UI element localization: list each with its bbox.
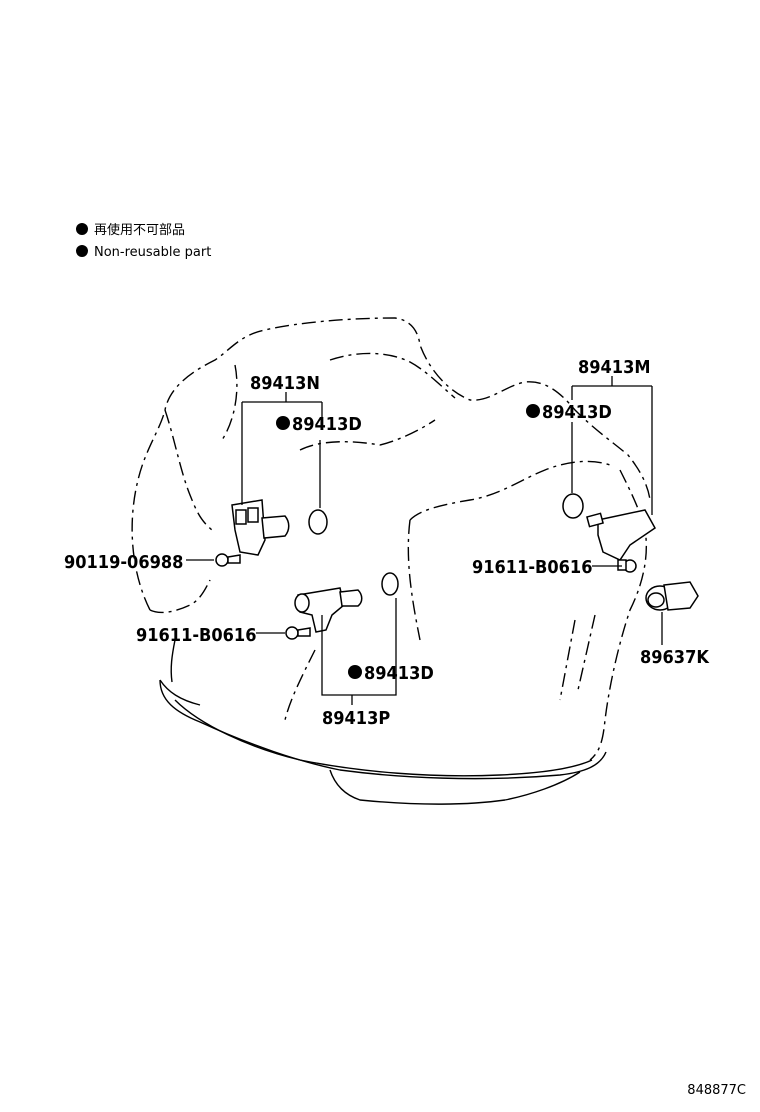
label-89413M: 89413M bbox=[578, 357, 650, 378]
o-ring-left-illustration bbox=[308, 509, 328, 535]
legend-label-jp: 再使用不可部品 bbox=[94, 223, 186, 238]
legend-label-en: Non-reusable part bbox=[94, 245, 212, 260]
bolt-91611-right-illustration bbox=[617, 559, 637, 573]
leader-lines bbox=[186, 376, 663, 705]
label-89637K: 89637K bbox=[640, 647, 710, 668]
illustration-code: 848877C bbox=[687, 1083, 746, 1098]
sensor-89413P-illustration bbox=[294, 587, 363, 633]
o-ring-mid-illustration bbox=[381, 572, 399, 596]
non-reusable-dot-icon bbox=[276, 416, 290, 430]
non-reusable-dot-icon bbox=[348, 665, 362, 679]
legend-item-en: Non-reusable part bbox=[76, 244, 211, 262]
label-91611-B0616-right: 91611-B0616 bbox=[472, 557, 592, 578]
label-90119-06988: 90119-06988 bbox=[64, 552, 183, 573]
label-89413D-right: 89413D bbox=[542, 402, 612, 423]
oil-pan bbox=[159, 639, 607, 805]
transmission-housing-outline bbox=[131, 317, 651, 761]
sensor-89637K-illustration bbox=[645, 581, 699, 611]
sensor-89413N-illustration bbox=[231, 499, 290, 556]
label-89413D-mid: 89413D bbox=[364, 663, 434, 684]
bolt-91611-left-illustration bbox=[285, 626, 311, 640]
label-89413N: 89413N bbox=[250, 373, 320, 394]
non-reusable-dot-icon bbox=[76, 223, 88, 235]
label-89413P: 89413P bbox=[322, 708, 390, 729]
bolt-90119-illustration bbox=[215, 553, 241, 567]
legend-item-jp: 再使用不可部品 bbox=[76, 222, 185, 240]
label-89413D-left: 89413D bbox=[292, 414, 362, 435]
label-91611-B0616-left: 91611-B0616 bbox=[136, 625, 256, 646]
o-ring-right-illustration bbox=[562, 493, 584, 519]
non-reusable-dot-icon bbox=[526, 404, 540, 418]
sensor-89413M-illustration bbox=[586, 509, 656, 561]
non-reusable-dot-icon bbox=[76, 245, 88, 257]
